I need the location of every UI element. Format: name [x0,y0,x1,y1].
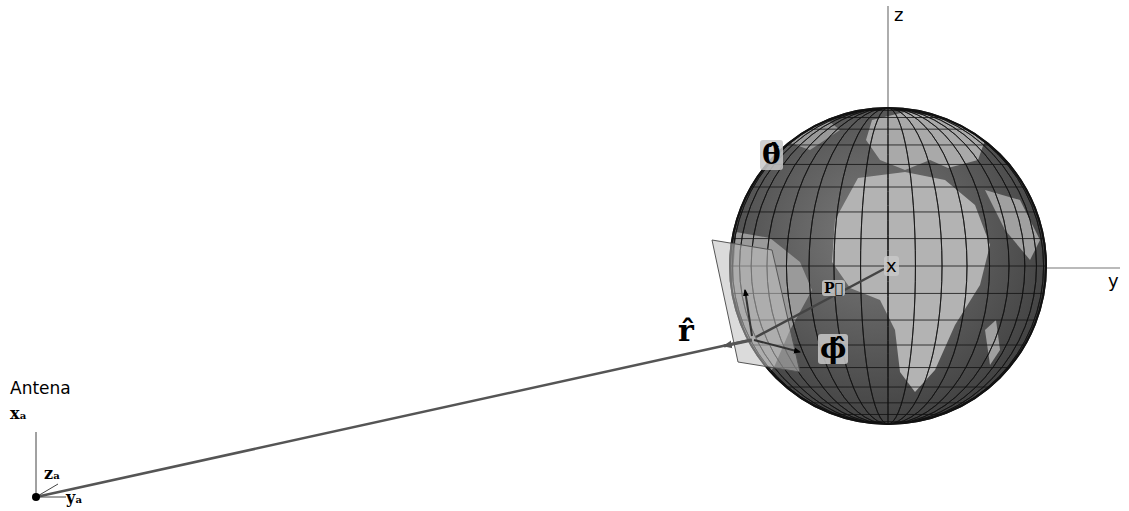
unit-vector-label: r̂ [678,316,694,346]
parallel [834,117,942,118]
axis-label: xₐ [10,406,27,422]
parallel [786,144,989,145]
globe-grid [730,108,1046,424]
axis-label: x [884,256,899,276]
parallel [786,387,989,388]
unit-vector-label: ϕ̂ [818,334,848,364]
axis-label: z [894,6,903,24]
parallel [834,414,942,415]
tangent-plane [712,240,800,372]
phi-unit-vector [754,340,800,352]
axis-label: y [1108,272,1119,290]
parallel [809,129,967,130]
xa-axis [36,432,37,497]
theta-unit-vector [745,290,752,336]
parallel [751,187,1025,188]
y-axis [1046,267,1120,268]
parallel [767,367,1009,368]
r-unit-vector [724,340,752,346]
parallel [740,211,1037,212]
unit-vector-label: θ̂ [760,140,783,170]
earth-globe [730,108,1046,424]
axis-label: yₐ [66,490,83,506]
antenna-point [32,493,40,501]
antenna-label: Antena [10,380,71,397]
parallel [809,402,967,403]
z-axis [887,6,888,108]
ya-axis [36,497,66,498]
p-vector [756,269,884,337]
axis-label: zₐ [44,466,61,482]
vector-label: P⃗ [822,280,845,296]
antenna-line [36,340,750,497]
parallel [732,238,1043,239]
parallel [767,164,1009,165]
